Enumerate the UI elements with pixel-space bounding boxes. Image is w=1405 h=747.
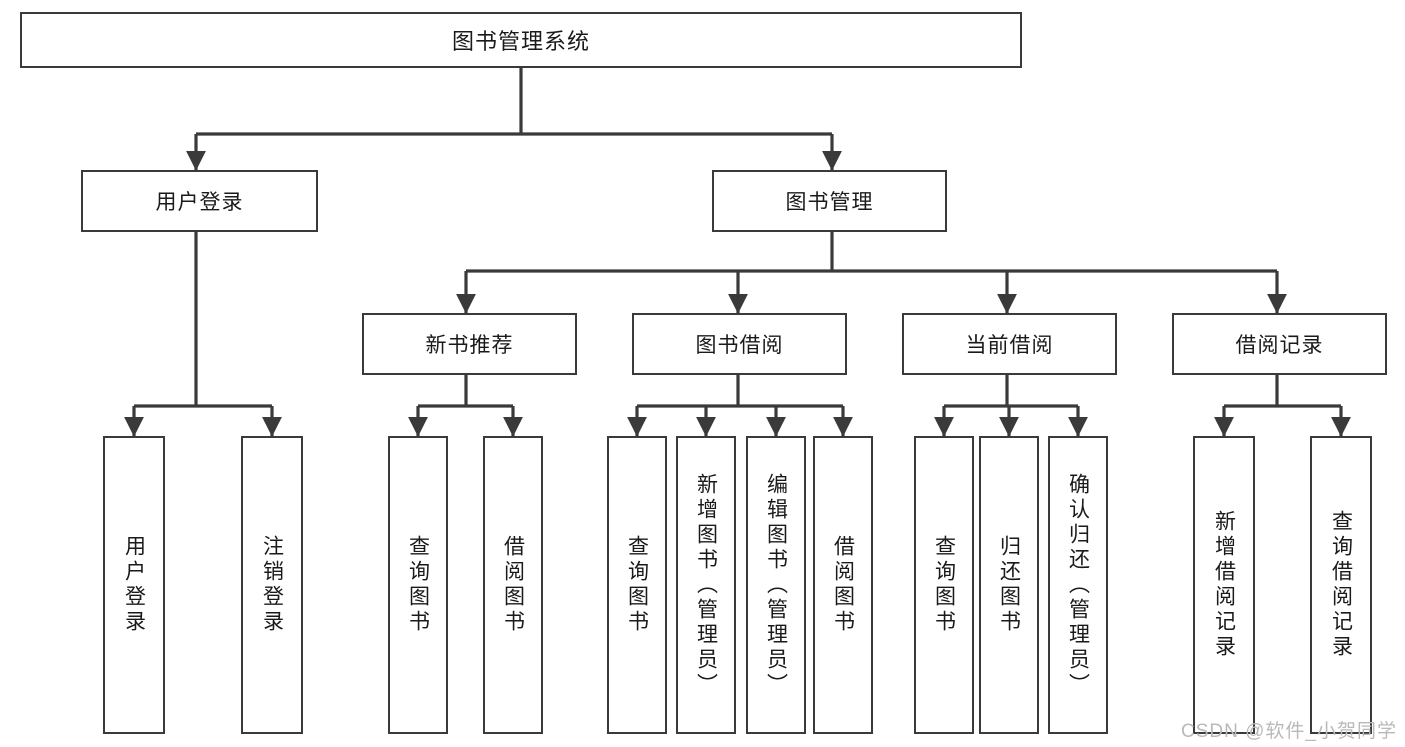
leaf-new-book-borrow[interactable]: 借阅图书 (483, 436, 543, 734)
node-label: 用户登录 (155, 191, 244, 214)
leaf-borrow-borrow-book[interactable]: 借阅图书 (813, 436, 873, 734)
node-borrow-record[interactable]: 借阅记录 (1172, 313, 1387, 375)
node-root-system[interactable]: 图书管理系统 (20, 12, 1022, 68)
node-label: 查询图书 (406, 535, 430, 635)
node-label: 注销登录 (260, 535, 284, 635)
node-label: 确认归还（管理员） (1066, 472, 1090, 698)
leaf-borrow-query-book[interactable]: 查询图书 (607, 436, 667, 734)
leaf-user-login-login[interactable]: 用户登录 (103, 436, 165, 734)
node-label: 借阅记录 (1235, 334, 1324, 357)
node-label: 新增借阅记录 (1212, 510, 1236, 660)
node-label: 图书管理系统 (451, 29, 590, 54)
node-label: 归还图书 (997, 535, 1021, 635)
node-label: 查询借阅记录 (1329, 510, 1353, 660)
leaf-current-confirm-return-admin[interactable]: 确认归还（管理员） (1048, 436, 1108, 734)
node-label: 借阅图书 (501, 535, 525, 635)
leaf-user-login-logout[interactable]: 注销登录 (241, 436, 303, 734)
node-user-login[interactable]: 用户登录 (81, 170, 318, 232)
node-book-borrow[interactable]: 图书借阅 (632, 313, 847, 375)
node-label: 新增图书（管理员） (694, 472, 718, 698)
node-label: 新书推荐 (425, 334, 514, 357)
node-label: 图书借阅 (695, 334, 784, 357)
leaf-current-query-book[interactable]: 查询图书 (914, 436, 974, 734)
leaf-record-query-record[interactable]: 查询借阅记录 (1310, 436, 1372, 734)
node-label: 当前借阅 (965, 334, 1054, 357)
leaf-borrow-edit-book-admin[interactable]: 编辑图书（管理员） (746, 436, 806, 734)
node-label: 图书管理 (785, 191, 874, 214)
node-label: 查询图书 (625, 535, 649, 635)
node-book-management[interactable]: 图书管理 (712, 170, 947, 232)
node-label: 用户登录 (122, 535, 146, 635)
node-current-borrow[interactable]: 当前借阅 (902, 313, 1117, 375)
leaf-borrow-add-book-admin[interactable]: 新增图书（管理员） (676, 436, 736, 734)
node-new-book-recommend[interactable]: 新书推荐 (362, 313, 577, 375)
node-label: 编辑图书（管理员） (764, 472, 788, 698)
node-label: 借阅图书 (831, 535, 855, 635)
csdn-watermark: CSDN @软件_小贺同学 (1181, 721, 1397, 742)
leaf-record-add-record[interactable]: 新增借阅记录 (1193, 436, 1255, 734)
node-label: 查询图书 (932, 535, 956, 635)
leaf-new-book-query[interactable]: 查询图书 (388, 436, 448, 734)
leaf-current-return-book[interactable]: 归还图书 (979, 436, 1039, 734)
